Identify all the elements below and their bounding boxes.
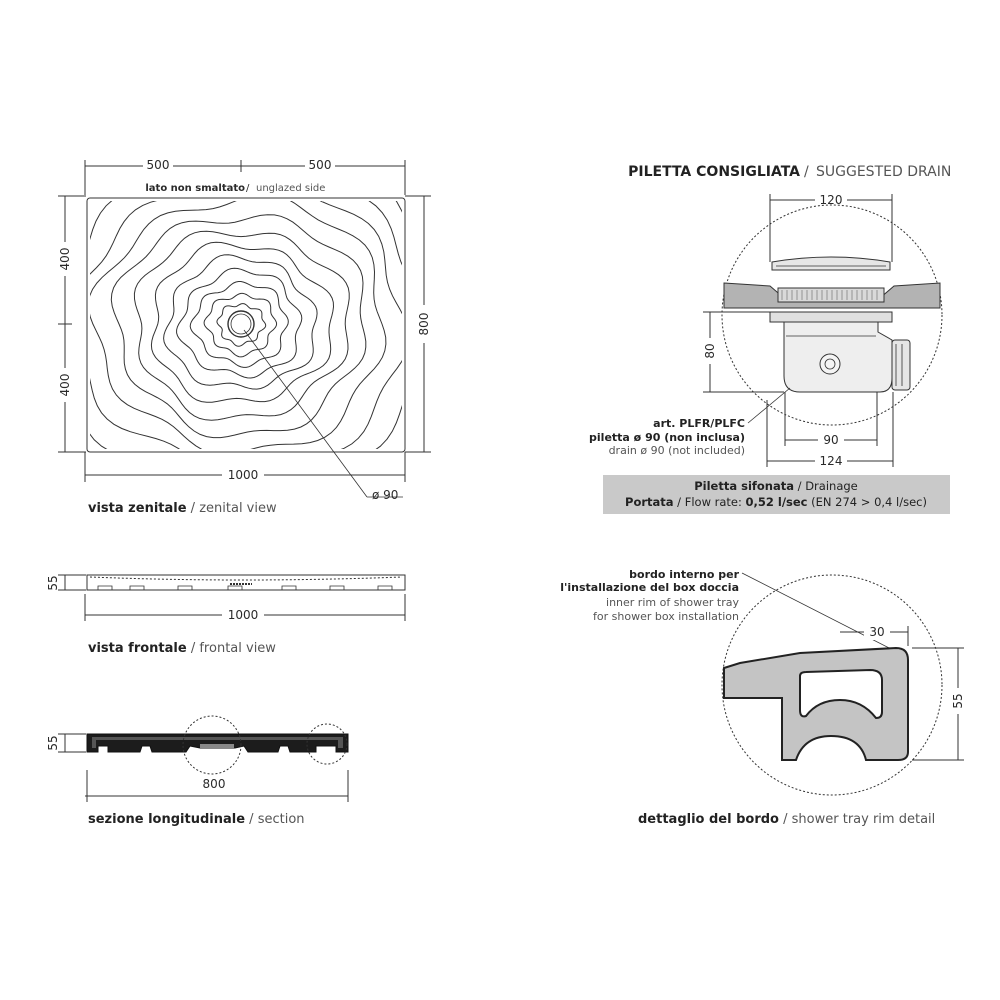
rim-note-en-2: for shower box installation xyxy=(593,610,739,623)
drain-dim-top: 120 xyxy=(820,193,843,207)
rim-note-it-1: bordo interno per xyxy=(629,568,739,581)
drain-hole-inner xyxy=(230,313,252,335)
section-highlight xyxy=(92,737,343,748)
section-drain xyxy=(200,744,234,748)
dim-width-total: 1000 xyxy=(228,468,259,482)
dim-height-top: 400 xyxy=(58,248,72,271)
drain-grate-lines xyxy=(781,290,878,300)
drain-cleanout-inner xyxy=(824,358,836,370)
drain-flange xyxy=(769,311,893,323)
frontal-foot xyxy=(377,585,393,590)
frontal-dim-width: 1000 xyxy=(228,608,259,622)
section-view: 55 800 sezione longitudinale / section xyxy=(46,715,349,827)
contour-line xyxy=(176,267,303,379)
contour-line xyxy=(203,292,278,358)
drain-title-en: SUGGESTED DRAIN xyxy=(816,164,951,180)
side-note-slash: / xyxy=(246,183,250,194)
drain-dim-inner: 90 xyxy=(823,433,838,447)
drain-hole xyxy=(227,310,255,338)
section-dim-height: 55 xyxy=(46,735,60,750)
contour-line xyxy=(133,230,350,421)
frontal-feet xyxy=(97,585,393,590)
section-profile xyxy=(86,733,349,753)
rim-dim-height: 55 xyxy=(951,693,965,708)
contour-line xyxy=(163,254,318,390)
drain-dim-height: 80 xyxy=(703,343,717,358)
frontal-foot xyxy=(97,585,113,590)
drain-grate xyxy=(777,287,885,303)
rim-dim-width: 30 xyxy=(869,625,884,639)
frontal-foot xyxy=(281,585,297,590)
dim-right-half: 500 xyxy=(309,158,332,172)
dim-left-half: 500 xyxy=(147,158,170,172)
side-note-en: unglazed side xyxy=(256,183,325,194)
frontal-foot xyxy=(329,585,345,590)
section-caption: sezione longitudinale / section xyxy=(88,812,305,827)
rim-note-en-1: inner rim of shower tray xyxy=(606,596,739,609)
tray-outline xyxy=(86,197,406,453)
section-drain-detail-circle xyxy=(182,715,242,775)
drain-detail-circle xyxy=(721,204,943,426)
section-rim-detail-circle xyxy=(306,723,348,765)
frontal-dim-height: 55 xyxy=(46,575,60,590)
drain-body xyxy=(783,321,893,393)
drain-title-it: PILETTA CONSIGLIATA xyxy=(628,164,800,180)
rim-hollow xyxy=(799,668,883,720)
drainage-line-2: Portata / Flow rate: 0,52 l/sec (EN 274 … xyxy=(625,495,927,509)
surface-contours xyxy=(90,201,402,449)
rim-detail: bordo interno per l'installazione del bo… xyxy=(560,568,968,827)
rim-detail-circle xyxy=(721,574,943,796)
drain-cover-plate xyxy=(771,256,891,271)
rim-caption: dettaglio del bordo / shower tray rim de… xyxy=(638,812,935,827)
drain-diameter-label: ø 90 xyxy=(372,488,398,502)
drain-outlet xyxy=(891,339,911,391)
frontal-foot xyxy=(177,585,193,590)
frontal-surface-slope xyxy=(89,576,403,581)
contour-line xyxy=(90,201,387,449)
drain-piletta-it: piletta ø 90 (non inclusa) xyxy=(589,431,745,444)
zenital-view: 500 500 lato non smaltato / unglazed sid… xyxy=(57,157,432,516)
frontal-foot xyxy=(129,585,145,590)
section-dim-width: 800 xyxy=(203,777,226,791)
side-note-it: lato non smaltato xyxy=(145,183,245,194)
drain-cleanout xyxy=(819,353,841,375)
drain-leader-line xyxy=(243,329,368,498)
frontal-tray-outline xyxy=(86,574,406,591)
drain-title-slash: / xyxy=(804,164,809,180)
drainage-line-1: Piletta sifonata / Drainage xyxy=(694,479,858,493)
contour-line xyxy=(150,241,335,403)
frontal-foot xyxy=(227,585,243,590)
contour-line xyxy=(189,281,289,368)
frontal-caption: vista frontale / frontal view xyxy=(88,641,276,656)
drain-art-label: art. PLFR/PLFC xyxy=(653,417,745,430)
frontal-view: 55 1000 vista frontale / frontal view xyxy=(46,574,406,656)
rim-note-it-2: l'installazione del box doccia xyxy=(560,581,739,594)
zenital-caption: vista zenitale / zenital view xyxy=(88,501,277,516)
suggested-drain: PILETTA CONSIGLIATA / SUGGESTED DRAIN 12… xyxy=(589,164,951,514)
drain-piletta-en: drain ø 90 (not included) xyxy=(609,444,745,457)
drain-art-leader xyxy=(747,387,791,424)
drainage-info-box xyxy=(603,475,950,514)
contour-line xyxy=(90,201,402,449)
dim-height-bottom: 400 xyxy=(58,374,72,397)
contour-line xyxy=(110,214,367,439)
drain-dim-outer: 124 xyxy=(820,454,843,468)
dim-height-total: 800 xyxy=(417,313,431,336)
